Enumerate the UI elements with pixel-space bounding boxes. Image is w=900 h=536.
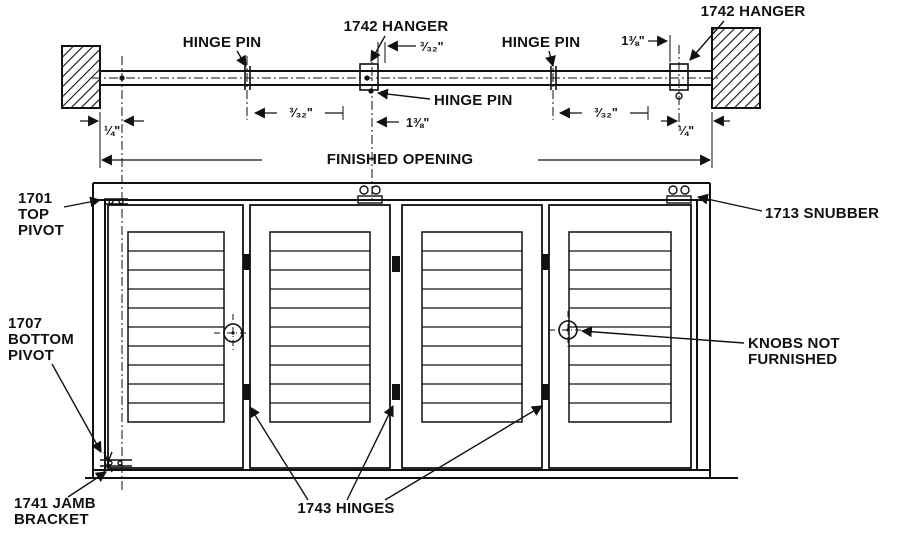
leader-knobs (580, 326, 745, 344)
dim-finished-opening: FINISHED OPENING (99, 112, 713, 168)
door-frame (85, 182, 738, 479)
jamb-bracket-hardware (100, 451, 132, 473)
svg-text:1701: 1701 (18, 190, 52, 207)
left-wall-section (61, 45, 101, 109)
leaders-hinges (249, 405, 543, 501)
svg-text:1⅜": 1⅜" (621, 34, 644, 48)
bottom-pivot-label: 1707 BOTTOM PIVOT (8, 315, 74, 364)
hanger-right-mark (669, 63, 689, 100)
finished-opening-label: FINISHED OPENING (327, 151, 474, 168)
center-hinge-pin-dot (368, 88, 374, 94)
dim-332-left: ³⁄₃₂" (253, 106, 344, 120)
snubber-label: 1713 SNUBBER (765, 205, 879, 222)
svg-text:BRACKET: BRACKET (14, 511, 89, 528)
snubber-hardware (666, 185, 692, 204)
hinge-right-upper (542, 254, 549, 270)
svg-text:KNOBS NOT: KNOBS NOT (748, 335, 840, 352)
hanger-hardware-front (357, 185, 383, 204)
top-plan-view: HINGE PIN 1742 HANGER ³⁄₃₂" HINGE PIN 1⅜… (61, 3, 806, 492)
track-rod (100, 70, 712, 86)
svg-text:1741 JAMB: 1741 JAMB (14, 495, 96, 512)
jamb-bracket-label: 1741 JAMB BRACKET (14, 495, 96, 528)
louver-slats-1 (128, 250, 224, 404)
hanger-center-mark (359, 63, 379, 94)
svg-text:FURNISHED: FURNISHED (748, 351, 837, 368)
dim-332-top: ³⁄₃₂" (377, 40, 444, 63)
dim-quarter-right: ¼" (661, 115, 730, 138)
svg-text:PIVOT: PIVOT (8, 347, 54, 364)
door-panel-1 (107, 204, 244, 469)
right-wall-section (711, 27, 761, 109)
hinge-left-upper (243, 254, 250, 270)
leader-snubber (696, 193, 763, 212)
hanger-label-right: 1742 HANGER (701, 3, 806, 20)
door-panel-4 (548, 204, 692, 469)
svg-text:¼": ¼" (104, 124, 120, 138)
leader-jamb-bracket (67, 471, 107, 498)
knob-right (549, 311, 587, 349)
svg-text:³⁄₃₂": ³⁄₃₂" (420, 40, 444, 54)
hinges-group (243, 254, 549, 400)
knobs-label: KNOBS NOT FURNISHED (748, 335, 840, 368)
top-pivot-pin (119, 75, 125, 81)
dim-138-center: 1⅜" (375, 116, 429, 130)
hinge-pin-left-mark (244, 66, 251, 90)
knob-left (214, 314, 252, 352)
dim-332-right: ³⁄₃₂" (558, 106, 649, 120)
svg-text:1707: 1707 (8, 315, 42, 332)
louver-slats-4 (569, 250, 671, 404)
leader-hinge-pin-left (236, 50, 247, 67)
svg-text:¼": ¼" (678, 124, 694, 138)
leader-top-pivot (63, 196, 102, 208)
top-pivot-label: 1701 TOP PIVOT (18, 190, 64, 239)
door-panel-3 (401, 204, 543, 469)
dim-quarter-left: ¼" (80, 115, 144, 138)
hinge-pin-label-right: HINGE PIN (502, 34, 580, 51)
svg-text:³⁄₃₂": ³⁄₃₂" (594, 106, 618, 120)
hinge-pin-right-mark (550, 66, 557, 90)
leader-bottom-pivot (51, 363, 102, 453)
top-pivot-hardware (104, 198, 128, 205)
louver-slats-2 (270, 250, 370, 404)
leader-hanger-right (689, 20, 725, 61)
hinge-left-lower (243, 384, 250, 400)
door-panel-2 (249, 204, 391, 469)
svg-text:1⅜": 1⅜" (406, 116, 429, 130)
front-elevation-view: 1701 TOP PIVOT 1707 BOTTOM PIVOT 1741 JA… (8, 182, 879, 528)
svg-text:BOTTOM: BOTTOM (8, 331, 74, 348)
hinges-label: 1743 HINGES (297, 500, 394, 517)
leader-hinge-pin-right (545, 50, 556, 68)
hanger-label-center: 1742 HANGER (344, 18, 449, 35)
hinge-center-lower (392, 384, 400, 400)
dim-138-top: 1⅜" (621, 34, 671, 62)
svg-text:TOP: TOP (18, 206, 49, 223)
svg-text:PIVOT: PIVOT (18, 222, 64, 239)
hinge-center-upper (392, 256, 400, 272)
hinge-pin-label-center: HINGE PIN (434, 92, 512, 109)
louver-slats-3 (422, 250, 522, 404)
hinge-pin-label-left: HINGE PIN (183, 34, 261, 51)
svg-text:³⁄₃₂": ³⁄₃₂" (289, 106, 313, 120)
hinge-right-lower (542, 384, 549, 400)
vertical-centerlines (121, 45, 680, 492)
leader-hinge-pin-center (376, 88, 431, 100)
